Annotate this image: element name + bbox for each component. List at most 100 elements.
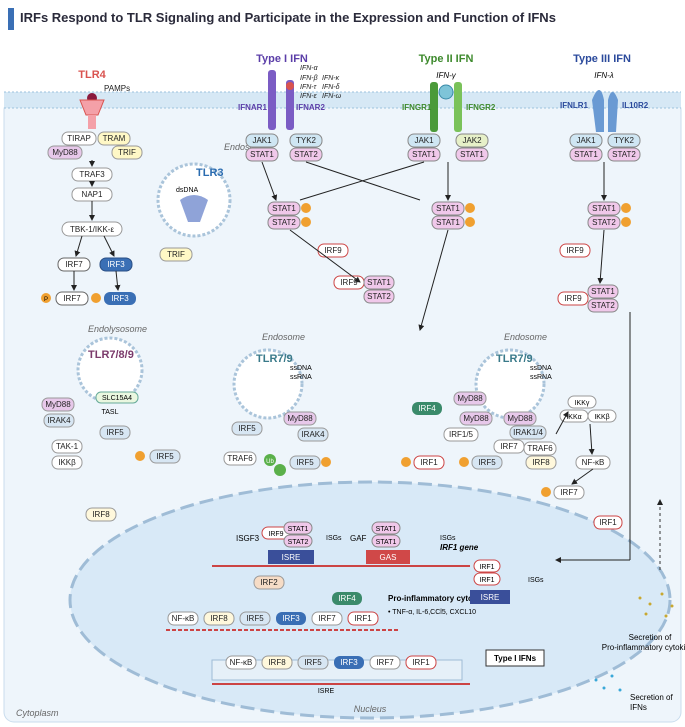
slc15a4-node: SLC15A4: [102, 395, 132, 402]
stat2-dimer-t1: STAT2: [272, 218, 296, 227]
cytoplasm-label: Cytoplasm: [16, 708, 59, 718]
ssdna-a: ssDNA: [290, 365, 312, 372]
ifn-tau: IFN-τ: [300, 84, 317, 91]
ifnar1-label: IFNAR1: [238, 103, 267, 112]
tlr79b-myd88a: MyD88: [457, 394, 483, 403]
tlr79-label-b: TLR7/9: [496, 353, 533, 365]
tlr79a-myd88: MyD88: [287, 414, 313, 423]
tlr79b-irf15: IRF1/5: [449, 430, 474, 439]
type3-jakstat: JAK1 TYK2 STAT1 STAT2 STAT1 STAT2 IRF9 I…: [555, 133, 641, 563]
ifngr1-label: IFNGR1: [402, 103, 432, 112]
tlr79b-myd88b: MyD88: [463, 414, 489, 423]
dsdna-label: dsDNA: [176, 187, 199, 194]
irf7-active-node: IRF7: [63, 294, 81, 303]
nuc-irf9: IRF9: [268, 531, 283, 538]
isgf3-stat2: STAT2: [367, 292, 391, 301]
myd88-node: MyD88: [52, 148, 78, 157]
isgs-label-3: ISGs: [528, 577, 544, 584]
irf7-node: IRF7: [65, 260, 83, 269]
tlr79b-irak14: IRAK1/4: [513, 428, 543, 437]
row1-irf5: IRF5: [246, 614, 264, 623]
tlr4-pathway: TIRAP MyD88 TRAM TRIF TRAF3 NAP1 TBK-1/I…: [41, 131, 143, 306]
stat1b-t2: STAT1: [460, 150, 484, 159]
tlr4-header: TLR4: [78, 69, 106, 81]
tlr79b-myd88c: MyD88: [507, 414, 533, 423]
row1-nfkb: NF-κB: [172, 614, 195, 623]
ssrna-a: ssRNA: [290, 374, 312, 381]
tlr3-trif-node: TRIF: [167, 250, 185, 259]
stat1-dimer-t3: STAT1: [592, 204, 616, 213]
type1-jakstat: JAK1 TYK2 STAT1 STAT2 STAT1 STAT2 IRF9 I…: [245, 133, 421, 304]
ifn-ligand: [286, 82, 294, 90]
tlr79a-irf5-active: IRF5: [296, 458, 314, 467]
tlr79b-irf7: IRF7: [500, 442, 518, 451]
isre-label-2: ISRE: [318, 688, 335, 695]
tlr79a-traf6: TRAF6: [227, 454, 253, 463]
irf9-node: IRF9: [324, 246, 342, 255]
isgf3-stat1: STAT1: [367, 278, 391, 287]
tlr79a-irf5: IRF5: [238, 424, 256, 433]
ifn-gamma-label: IFN-γ: [436, 71, 457, 80]
il10r2-receptor: [608, 92, 618, 132]
jak1-t1: JAK1: [252, 136, 272, 145]
tlr79b-nfkb: NF-κB: [582, 458, 605, 467]
ifn-kappa: IFN-κ: [322, 75, 340, 82]
tlr79b-irf8: IRF8: [532, 458, 550, 467]
isre-box-3: ISRE: [481, 593, 500, 602]
ifn-delta: IFN-δ: [322, 84, 340, 91]
cell-membrane: [4, 92, 681, 108]
ifn-beta: IFN-β: [300, 75, 318, 82]
ifnar1-receptor: [268, 70, 276, 130]
tlr79-endosome-a: Endosome TLR7/9 ssDNA ssRNA MyD88 IRAK4 …: [223, 332, 331, 476]
pamps-label: PAMPs: [104, 84, 130, 93]
isre3-irf1b: IRF1: [479, 577, 494, 584]
ub-node: Ub: [266, 459, 274, 465]
row1-irf3: IRF3: [282, 614, 300, 623]
type1-ifns-box: Type I IFNs: [494, 654, 537, 663]
type3-ifn-header: Type III IFN: [573, 53, 631, 65]
endolysosome-label: Endolysosome: [88, 324, 147, 334]
ifn-gamma-ligand: [438, 84, 454, 100]
row2-irf8: IRF8: [268, 658, 286, 667]
gaf-stat1b: STAT1: [376, 539, 397, 546]
isgf3-irf9: IRF9: [340, 278, 358, 287]
stat2-t3: STAT2: [612, 150, 636, 159]
type2-ifn-header: Type II IFN: [419, 53, 474, 65]
row2-irf5: IRF5: [304, 658, 322, 667]
ifngr2-label: IFNGR2: [466, 103, 496, 112]
tlr789-irf5: IRF5: [106, 428, 124, 437]
row2-nfkb: NF-κB: [230, 658, 253, 667]
endosome-label-tlr3: Endosome: [224, 142, 267, 152]
tlr79b-irf7-active: IRF7: [560, 488, 578, 497]
tram-node: TRAM: [103, 134, 126, 143]
tlr79a-irak4: IRAK4: [301, 430, 325, 439]
nucleus-label: Nucleus: [354, 704, 387, 714]
row2-irf3: IRF3: [340, 658, 358, 667]
tlr79b-irf5: IRF5: [478, 458, 496, 467]
proinf-label: Pro-inflammatory cytokines: [388, 594, 494, 603]
title-accent: [8, 8, 14, 30]
tasl-node: TASL: [102, 409, 119, 416]
ifn-lambda-label: IFN-λ: [594, 71, 614, 80]
tbk1-ikke-node: TBK-1/IKK-ε: [70, 225, 114, 234]
gaf-stat1a: STAT1: [376, 526, 397, 533]
cyto-irf8: IRF8: [92, 510, 110, 519]
isgf3-t3-stat2: STAT2: [591, 301, 615, 310]
nucleus: [68, 480, 672, 720]
tlr789-endolysosome: Endolysosome TLR7/8/9 MyD88 SLC15A4 TASL…: [41, 324, 181, 470]
irf9-t3: IRF9: [566, 246, 584, 255]
stat1a-t2: STAT1: [412, 150, 436, 159]
irf3-active-node: IRF3: [111, 294, 129, 303]
tlr79b-traf6: TRAF6: [527, 444, 553, 453]
tlr789-label: TLR7/8/9: [88, 349, 134, 361]
ifnar2-label: IFNAR2: [296, 103, 325, 112]
isgs-label-1: ISGs: [326, 535, 342, 542]
traf3-node: TRAF3: [79, 170, 105, 179]
type1-ifn-header: Type I IFN: [256, 53, 308, 65]
il10r2-label: IL10R2: [622, 101, 649, 110]
jak2-t2: JAK2: [462, 136, 482, 145]
